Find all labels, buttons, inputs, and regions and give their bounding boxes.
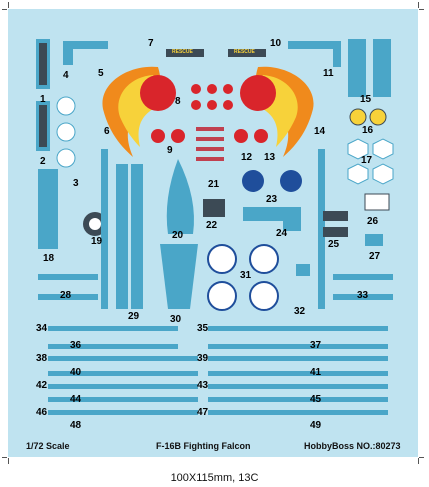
decal-16 [349, 108, 387, 126]
decal-number: 21 [208, 179, 220, 190]
decal-number: 14 [314, 126, 326, 137]
decal-22 [203, 199, 225, 217]
decal-12-13 [234, 129, 268, 143]
decal-10 [228, 41, 341, 67]
decal-number: 8 [175, 96, 181, 107]
decal-3 [56, 96, 76, 168]
decal-25 [323, 211, 348, 237]
decal-number: 6 [104, 126, 110, 137]
decal-number: 10 [270, 38, 282, 49]
decal-2 [36, 101, 50, 151]
decal-29 [116, 164, 143, 309]
decal-14 [318, 149, 325, 309]
decal-number: 45 [310, 394, 322, 405]
rescue-label-right: RESCUE [234, 49, 255, 55]
decal-number: 44 [70, 394, 82, 405]
decal-24 [243, 207, 301, 231]
decal-number: 5 [98, 68, 104, 79]
decal-5-flame [102, 66, 176, 157]
decal-number: 17 [361, 155, 373, 166]
crop-mark [419, 9, 424, 10]
decal-number: 49 [310, 420, 322, 431]
decal-6 [101, 149, 108, 309]
decal-8 [191, 84, 233, 110]
crop-mark [8, 458, 9, 464]
decal-number: 2 [40, 156, 46, 167]
decal-number: 48 [70, 420, 82, 431]
decal-number: 29 [128, 311, 140, 322]
sheet-caption: 100X115mm, 13C [170, 472, 259, 484]
decal-number: 46 [36, 407, 48, 418]
scale-label: 1/72 Scale [26, 441, 70, 451]
decal-9 [151, 129, 185, 143]
decal-number: 16 [362, 125, 374, 136]
decal-20 [166, 159, 194, 234]
decal-number: 35 [197, 323, 209, 334]
decal-7 [166, 49, 204, 57]
decal-number: 41 [310, 367, 322, 378]
decal-15 [348, 39, 391, 97]
decal-27 [365, 234, 383, 246]
crop-mark [2, 457, 7, 458]
rescue-label-left: RESCUE [172, 49, 193, 55]
decal-number: 24 [276, 228, 288, 239]
decal-1 [36, 39, 50, 89]
decal-31-roundels [207, 244, 279, 311]
decal-11-flame [240, 66, 314, 157]
decal-number: 42 [36, 380, 48, 391]
decal-number: 32 [294, 306, 306, 317]
decal-number: 38 [36, 353, 48, 364]
decal-number: 43 [197, 380, 209, 391]
decal-number: 22 [206, 220, 218, 231]
decal-33 [333, 274, 393, 300]
decal-26 [364, 193, 390, 211]
aircraft-title: F-16B Fighting Falcon [156, 441, 251, 451]
decal-28 [38, 274, 98, 300]
decal-number: 15 [360, 94, 372, 105]
decal-number: 11 [323, 68, 334, 79]
crop-mark [418, 2, 419, 8]
decal-number: 3 [73, 178, 79, 189]
decal-number: 47 [197, 407, 209, 418]
decal-21 [196, 127, 224, 161]
decal-number: 12 [241, 152, 253, 163]
decal-17 [347, 138, 394, 185]
decal-30 [160, 244, 198, 309]
decal-number: 28 [60, 290, 72, 301]
decal-number: 27 [369, 251, 381, 262]
decal-32 [296, 264, 310, 276]
decal-number: 23 [266, 194, 278, 205]
decal-artwork [36, 39, 394, 415]
decal-number: 34 [36, 323, 48, 334]
decal-number: 40 [70, 367, 82, 378]
decal-number: 26 [367, 216, 379, 227]
decal-23 [242, 170, 302, 192]
decal-number: 39 [197, 353, 209, 364]
decal-number: 37 [310, 340, 322, 351]
decal-number: 18 [43, 253, 55, 264]
decal-sheet: 1 2 3 4 5 6 7 8 9 10 11 12 13 14 15 16 1… [8, 9, 418, 457]
decal-number: 19 [91, 236, 103, 247]
decal-number: 36 [70, 340, 82, 351]
decal-number: 33 [357, 290, 369, 301]
decal-number: 7 [148, 38, 154, 49]
decal-number: 9 [167, 145, 173, 156]
decal-number: 13 [264, 152, 276, 163]
crop-mark [2, 9, 7, 10]
decal-number: 20 [172, 230, 184, 241]
decal-4 [63, 41, 108, 65]
decal-number: 1 [40, 94, 46, 105]
decal-18 [38, 169, 58, 249]
crop-mark [419, 457, 424, 458]
decal-number: 30 [170, 314, 182, 325]
decal-number: 4 [63, 70, 69, 81]
decal-stripes-34-49 [48, 326, 388, 415]
brand-label: HobbyBoss NO.:80273 [304, 441, 401, 451]
decal-number: 31 [240, 270, 252, 281]
decal-number: 25 [328, 239, 340, 250]
crop-mark [418, 458, 419, 464]
crop-mark [8, 2, 9, 8]
